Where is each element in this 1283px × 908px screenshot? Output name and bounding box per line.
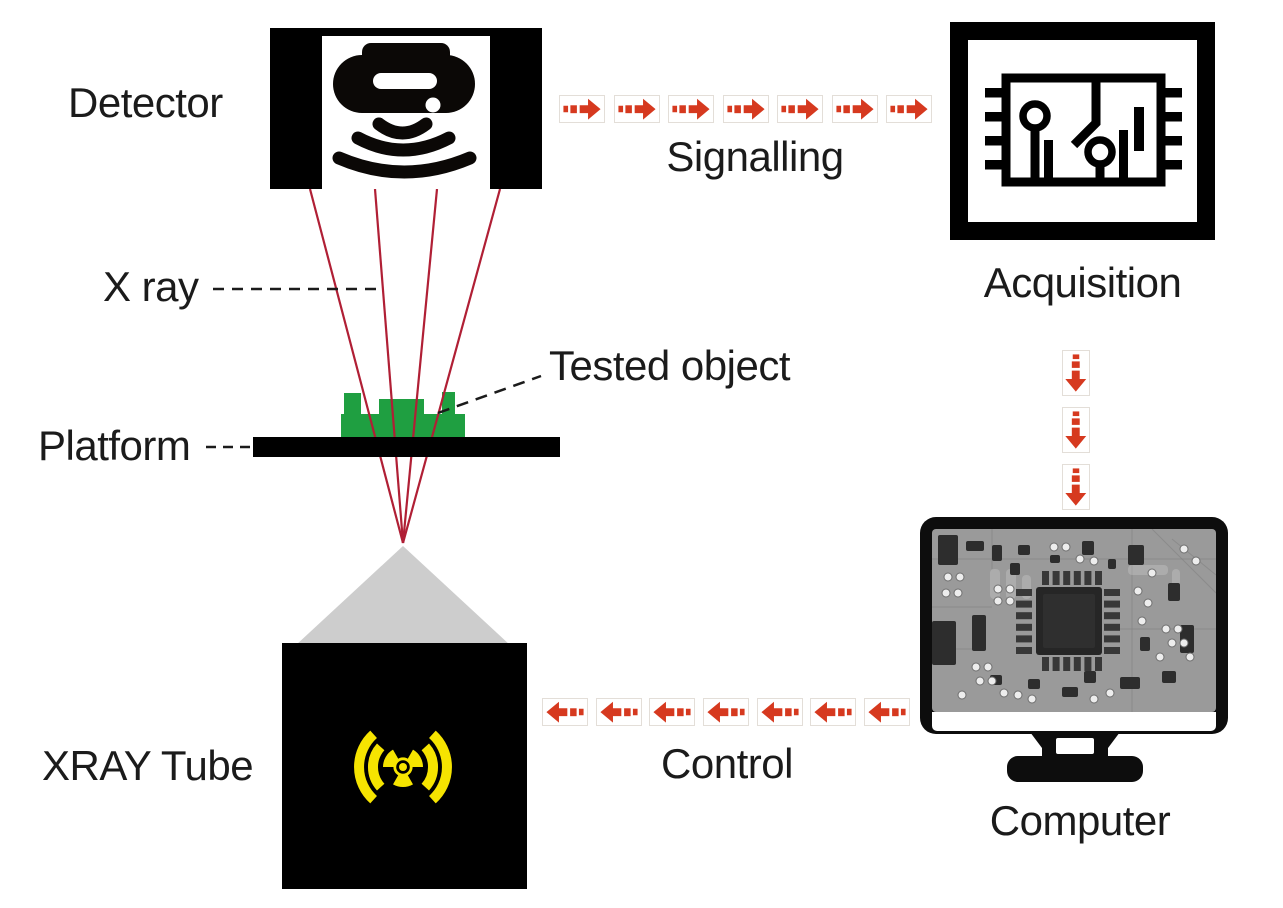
computer-label: Computer — [989, 797, 1171, 844]
xray-tube-node — [282, 643, 527, 889]
circuit-board-icon — [985, 73, 1182, 187]
monitor-chin — [932, 712, 1216, 731]
monitor-icon — [920, 517, 1228, 734]
monitor-screen — [932, 529, 1216, 712]
dashed-arrow-icon — [886, 95, 932, 123]
dashed-arrow-icon — [756, 698, 803, 726]
dashed-arrow-icon — [1062, 464, 1090, 510]
dashed-arrow-icon — [810, 698, 857, 726]
dashed-arrow-icon — [649, 698, 696, 726]
dashed-arrow-icon — [613, 95, 660, 123]
dashed-arrow-icon — [777, 95, 823, 123]
signalling-arrows — [559, 95, 932, 123]
platform-label: Platform — [38, 422, 191, 469]
detector-node — [270, 28, 542, 189]
dashed-arrow-icon — [559, 95, 605, 123]
monitor-stand — [1007, 732, 1143, 782]
dashed-arrow-icon — [864, 698, 911, 726]
dashed-arrow-down — [1061, 407, 1091, 453]
dashed-arrow-icon — [722, 95, 769, 123]
platform-bar — [253, 437, 560, 457]
tested-object-leader-line — [437, 374, 542, 415]
acquisition-label: Acquisition — [983, 259, 1182, 306]
detector-screen — [322, 36, 490, 189]
control-arrows — [542, 698, 911, 726]
dashed-arrow-icon — [668, 95, 714, 123]
dashed-arrow-down — [1061, 350, 1091, 396]
x-ray-beams — [308, 188, 502, 544]
x-ray-label: X ray — [103, 263, 199, 310]
proximity-sensor-icon — [332, 43, 477, 179]
detector-label: Detector — [68, 79, 223, 126]
dashed-arrow-icon — [703, 698, 750, 726]
dashed-arrow-icon — [831, 95, 878, 123]
acquisition-to-computer-arrows — [1061, 350, 1091, 510]
dashed-arrow-down — [1061, 464, 1091, 510]
dashed-arrow-icon — [1062, 350, 1090, 396]
computer-node — [920, 517, 1228, 787]
pcb-xray-image — [932, 529, 1216, 712]
dashed-arrow-icon — [595, 698, 642, 726]
tested-object-shape — [341, 392, 465, 437]
acquisition-node — [950, 22, 1215, 240]
control-label: Control — [661, 740, 793, 787]
tested-object-label: Tested object — [549, 342, 791, 389]
radiation-signal-icon — [354, 730, 452, 804]
beam-cone — [296, 546, 510, 645]
dashed-arrow-icon — [1062, 407, 1090, 453]
dashed-arrow-icon — [542, 698, 588, 726]
xray-tube-label: XRAY Tube — [42, 742, 254, 789]
signalling-label: Signalling — [666, 133, 844, 180]
